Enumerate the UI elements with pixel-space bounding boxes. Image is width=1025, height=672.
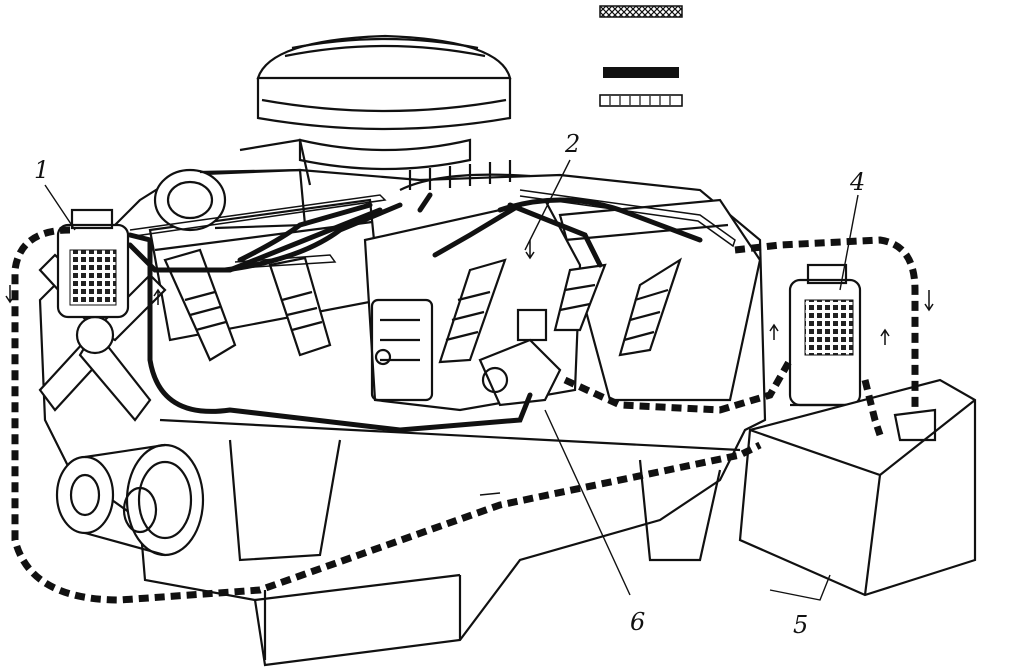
coarse-fuel-filter	[788, 263, 862, 407]
injectors	[163, 248, 683, 364]
fine-fuel-filter	[56, 208, 130, 319]
fuel-return-lines	[11, 226, 919, 604]
legend-hollow-line	[599, 94, 683, 107]
injector-left-2	[268, 256, 332, 357]
callout-leaders	[44, 159, 859, 601]
callout-6: 6	[630, 608, 645, 636]
injector-center-2	[553, 263, 607, 332]
callout-4: 4	[849, 168, 865, 196]
callout-2: 2	[564, 130, 580, 158]
fuel-priming-pump	[478, 308, 562, 407]
legend	[599, 5, 683, 107]
air-cleaner	[256, 34, 512, 171]
fuel-tank	[738, 378, 977, 597]
callout-5: 5	[793, 611, 808, 639]
callout-1: 1	[34, 156, 49, 184]
legend-crosshatch-line	[599, 5, 683, 18]
injector-center-1	[438, 258, 507, 364]
low-pressure-fuel-lines	[129, 189, 736, 269]
air-intake-pipe	[153, 138, 312, 232]
legend-solid-line	[603, 67, 679, 78]
injector-left-1	[163, 248, 237, 362]
injector-right	[618, 257, 683, 357]
crankshaft-pulleys	[55, 443, 205, 557]
high-pressure-fuel-lines	[127, 192, 703, 433]
flow-arrows	[5, 240, 934, 496]
